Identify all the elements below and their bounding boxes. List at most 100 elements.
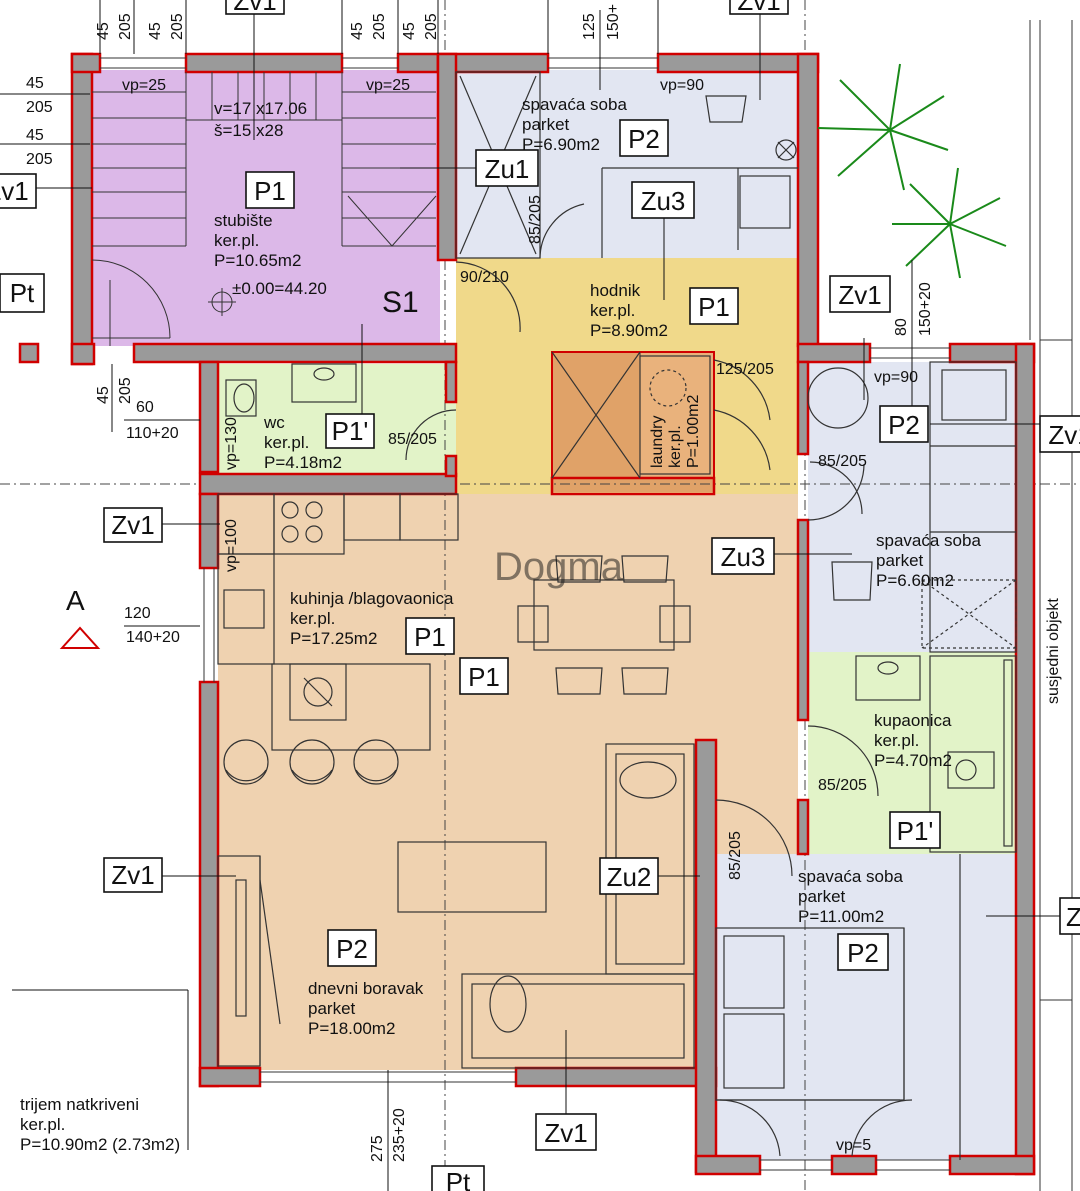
svg-text:P2: P2 [847,938,879,968]
bedroom-3-furniture [715,799,961,1160]
svg-text:Zv1: Zv1 [111,860,154,890]
svg-text:P=6.60m2: P=6.60m2 [876,571,954,590]
svg-text:parket: parket [308,999,356,1018]
svg-text:parket: parket [798,887,846,906]
tag-p1-kitchen: P1 [405,617,455,655]
tag-pt-left: Pt [0,273,45,313]
tag-pt-bottom: Pt [431,1165,485,1191]
svg-text:P=4.18m2: P=4.18m2 [264,453,342,472]
watermark: Dogma [494,545,624,589]
tag-zu2: Zu2 [599,857,659,895]
room-label-kitchen: kuhinja /blagovaonica ker.pl. P=17.25m2 [290,589,454,648]
svg-text:v=17 x17.06: v=17 x17.06 [214,99,307,118]
svg-text:Zv1: Zv1 [111,510,154,540]
bedroom-3-fill [716,854,1018,1160]
svg-text:P1: P1 [468,662,500,692]
svg-text:205: 205 [117,377,134,404]
svg-text:235+20: 235+20 [391,1108,408,1162]
svg-text:P=10.65m2: P=10.65m2 [214,251,301,270]
svg-text:parket: parket [522,115,570,134]
tag-zv1-kitchen: Zv1 [103,507,163,543]
kitchen-furniture [217,493,691,785]
svg-text:wc: wc [263,413,285,432]
svg-text:spavaća soba: spavaća soba [798,867,903,886]
svg-text:90/210: 90/210 [460,269,509,286]
svg-text:45: 45 [26,75,44,92]
svg-text:45: 45 [349,22,366,40]
svg-text:P=10.90m2 (2.73m2): P=10.90m2 (2.73m2) [20,1135,180,1154]
svg-text:Z: Z [1066,902,1080,932]
svg-text:Zv1: Zv1 [737,0,780,16]
svg-text:vp=90: vp=90 [660,77,704,94]
dimension-texts: 45 205 45 205 45 205 45 205 125 150+ 45 … [26,4,1062,1162]
svg-text:kuhinja /blagovaonica: kuhinja /blagovaonica [290,589,454,608]
bath-furniture [807,655,1017,853]
room-label-porch: trijem natkriveni ker.pl. P=10.90m2 (2.7… [20,1095,180,1154]
neighbor-outline [1029,20,1073,1191]
room-label-bed3: spavaća soba parket P=11.00m2 [798,867,903,926]
tag-zv1-bottom: Zv1 [535,1113,597,1151]
tag-p2-bed3: P2 [837,933,889,971]
room-label-wc: wc ker.pl. P=4.18m2 [263,413,342,472]
svg-text:laundry: laundry [649,416,666,468]
svg-text:ker.pl.: ker.pl. [214,231,259,250]
tag-zu1: Zu1 [475,149,539,187]
tag-zv1-living: Zv1 [103,857,163,893]
tag-p2-living: P2 [327,929,377,967]
tag-zu3-bed2: Zu3 [711,537,775,575]
section-marker-triangle [59,626,101,649]
tree-icon [817,63,1007,279]
tag-p1-hall: P1 [689,287,739,325]
svg-text:P2: P2 [628,124,660,154]
svg-text:ker.pl.: ker.pl. [590,301,635,320]
svg-text:P1: P1 [254,176,286,206]
svg-text:š=15 x28: š=15 x28 [214,121,283,140]
svg-text:205: 205 [423,13,440,40]
svg-text:Zv1: Zv1 [1048,420,1080,450]
svg-text:45: 45 [147,22,164,40]
svg-text:85/205: 85/205 [727,831,744,880]
staircase [91,72,437,346]
svg-text:±0.00=44.20: ±0.00=44.20 [232,279,327,298]
room-label-stair: v=17 x17.06 š=15 x28 stubište ker.pl. P=… [214,99,327,298]
room-label-hall: hodnik ker.pl. P=8.90m2 [590,281,668,340]
bedroom-2-furniture [807,361,1017,653]
tag-p1p-wc: P1' [325,413,375,449]
tag-p1p-bath: P1' [889,811,941,849]
svg-text:Zu2: Zu2 [607,862,652,892]
tag-p1-stair: P1 [245,171,295,209]
svg-text:60: 60 [136,399,154,416]
svg-text:205: 205 [169,13,186,40]
svg-text:205: 205 [26,151,53,168]
svg-text:P=4.70m2: P=4.70m2 [874,751,952,770]
leader-lines [36,14,1060,1114]
svg-text:P2: P2 [336,934,368,964]
svg-text:Pt: Pt [446,1167,471,1191]
svg-text:Pt: Pt [10,278,35,308]
tag-p1-dining: P1 [459,657,509,695]
room-label-laundry: laundry ker.pl. P=1.00m2 [649,395,702,468]
svg-text:P1: P1 [698,292,730,322]
tag-zu3-bed1: Zu3 [631,181,695,219]
svg-text:vp=90: vp=90 [874,369,918,386]
laundry-red-base [550,476,716,496]
svg-text:spavaća soba: spavaća soba [876,531,981,550]
wc-furniture [225,363,457,461]
tag-p2-bed1: P2 [619,119,669,157]
svg-text:dnevni boravak: dnevni boravak [308,979,424,998]
room-label-bed2: spavaća soba parket P=6.60m2 [876,531,981,590]
stair-code: S1 [382,286,419,319]
tag-zv1-left: Zv1 [0,173,37,209]
section-marker-label: A [66,585,85,616]
tag-z-right: Z [1059,897,1080,935]
laundry-inner [639,351,715,479]
svg-text:trijem natkriveni: trijem natkriveni [20,1095,139,1114]
svg-text:125: 125 [581,13,598,40]
svg-text:ker.pl.: ker.pl. [20,1115,65,1134]
svg-text:205: 205 [117,13,134,40]
svg-text:85/205: 85/205 [818,453,867,470]
svg-text:150+: 150+ [605,4,622,40]
svg-text:spavaća soba: spavaća soba [522,95,627,114]
svg-text:P2: P2 [888,410,920,440]
